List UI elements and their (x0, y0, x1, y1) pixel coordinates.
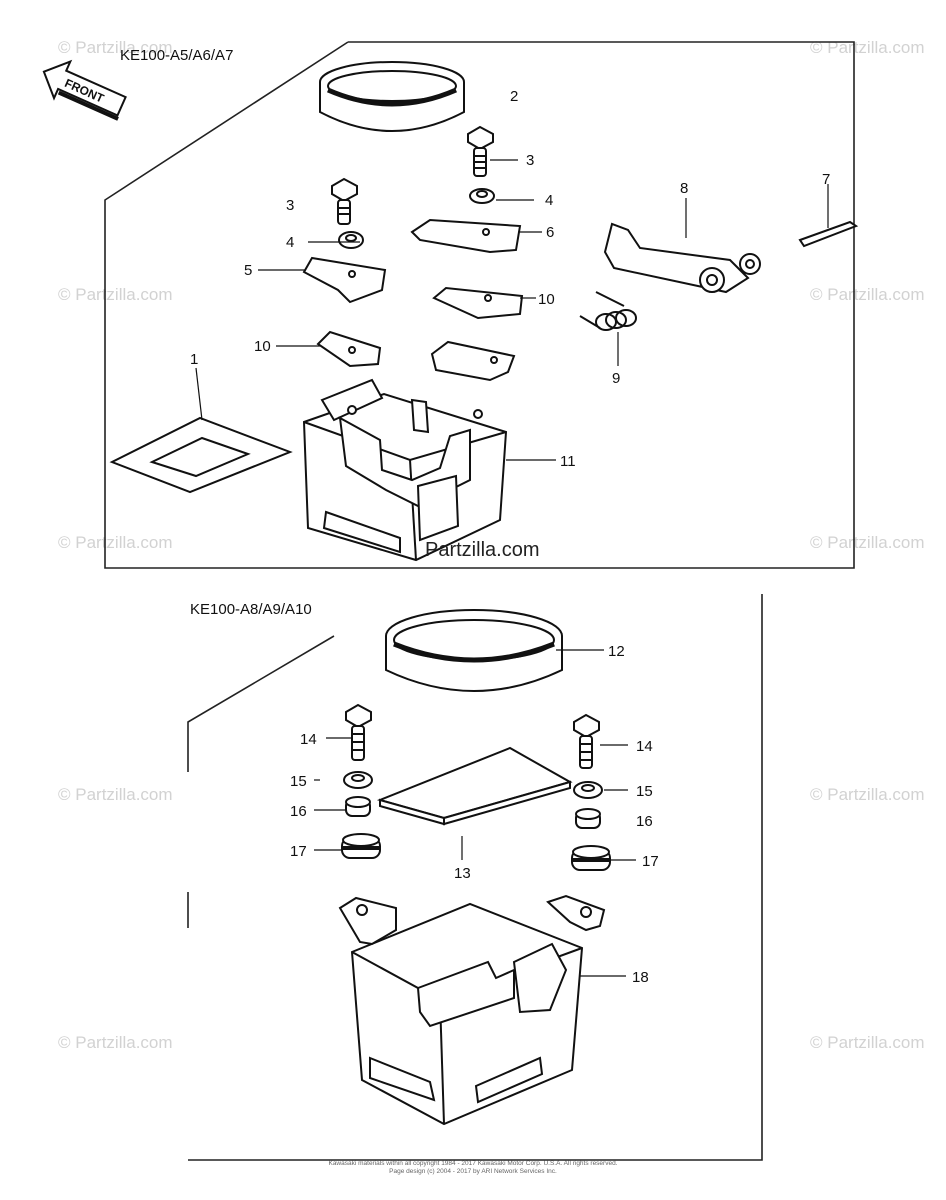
leader-lines-b (314, 649, 636, 977)
callout-14: 14 (300, 731, 317, 748)
watermark: © Partzilla.com (810, 1033, 925, 1052)
callout-10: 10 (538, 291, 555, 308)
section-a-title: KE100-A5/A6/A7 (120, 47, 233, 64)
callout-8: 8 (680, 180, 688, 197)
collar-part (345, 796, 601, 829)
washer-part (343, 771, 603, 799)
watermark: © Partzilla.com (58, 285, 173, 304)
section-b-title: KE100-A8/A9/A10 (190, 601, 312, 618)
watermark: © Partzilla.com (58, 533, 173, 552)
clamp-part (603, 222, 761, 294)
callout-4: 4 (545, 192, 553, 209)
watermark: © Partzilla.com (58, 1033, 173, 1052)
bolt-part (331, 177, 358, 225)
watermark: © Partzilla.com (810, 38, 925, 57)
band-part (385, 609, 563, 692)
callout-15: 15 (290, 773, 307, 790)
callouts-a: 2 3 3 4 4 5 6 7 8 9 10 10 1 11 (190, 88, 830, 470)
copyright-line: Kawasaki materials within all copyright … (328, 1160, 618, 1167)
watermark: © Partzilla.com (58, 38, 173, 57)
callout-1: 1 (190, 351, 198, 368)
watermark: © Partzilla.com (810, 533, 925, 552)
watermark: © Partzilla.com (810, 285, 925, 304)
bolt-part (467, 125, 494, 177)
leader-lines-a (195, 159, 829, 461)
battery-case-part (302, 340, 516, 562)
section-a-frame (104, 41, 855, 569)
callout-2: 2 (510, 88, 518, 105)
watermark: © Partzilla.com (58, 785, 173, 804)
callout-3: 3 (286, 197, 294, 214)
callout-17: 17 (642, 853, 659, 870)
bolt-part (345, 703, 372, 761)
plate-part (432, 286, 524, 320)
spring-part (579, 291, 637, 331)
callout-18: 18 (632, 969, 649, 986)
callout-14: 14 (636, 738, 653, 755)
battery-case-part (338, 894, 606, 1126)
watermark: © Partzilla.com (810, 785, 925, 804)
callout-4: 4 (286, 234, 294, 251)
bolt-part (573, 713, 600, 769)
pad-part (109, 416, 293, 494)
callout-15: 15 (636, 783, 653, 800)
copyright-line: Page design (c) 2004 - 2017 by ARI Netwo… (389, 1168, 557, 1175)
plate-part (302, 256, 387, 304)
callout-3: 3 (526, 152, 534, 169)
callout-17: 17 (290, 843, 307, 860)
band-part (319, 61, 465, 132)
center-watermark: Partzilla.com (425, 539, 539, 561)
callout-9: 9 (612, 370, 620, 387)
callout-12: 12 (608, 643, 625, 660)
bracket-part (410, 218, 522, 254)
callout-16: 16 (290, 803, 307, 820)
callouts-b: 12 14 14 15 15 16 16 17 17 13 18 (290, 643, 659, 986)
section-b-frame (187, 594, 763, 1161)
callout-13: 13 (454, 865, 471, 882)
copyright-notice: Kawasaki materials within all copyright … (300, 1160, 646, 1176)
pin-part (798, 220, 859, 248)
callout-5: 5 (244, 262, 252, 279)
washer-part (338, 188, 495, 249)
callout-10: 10 (254, 338, 271, 355)
callout-16: 16 (636, 813, 653, 830)
callout-11: 11 (560, 453, 576, 470)
callout-7: 7 (822, 171, 830, 188)
pad-part (376, 746, 573, 826)
callout-6: 6 (546, 224, 554, 241)
grommet-part (341, 833, 611, 871)
front-arrow-icon: FRONT (42, 59, 127, 121)
plate-part (316, 330, 382, 368)
